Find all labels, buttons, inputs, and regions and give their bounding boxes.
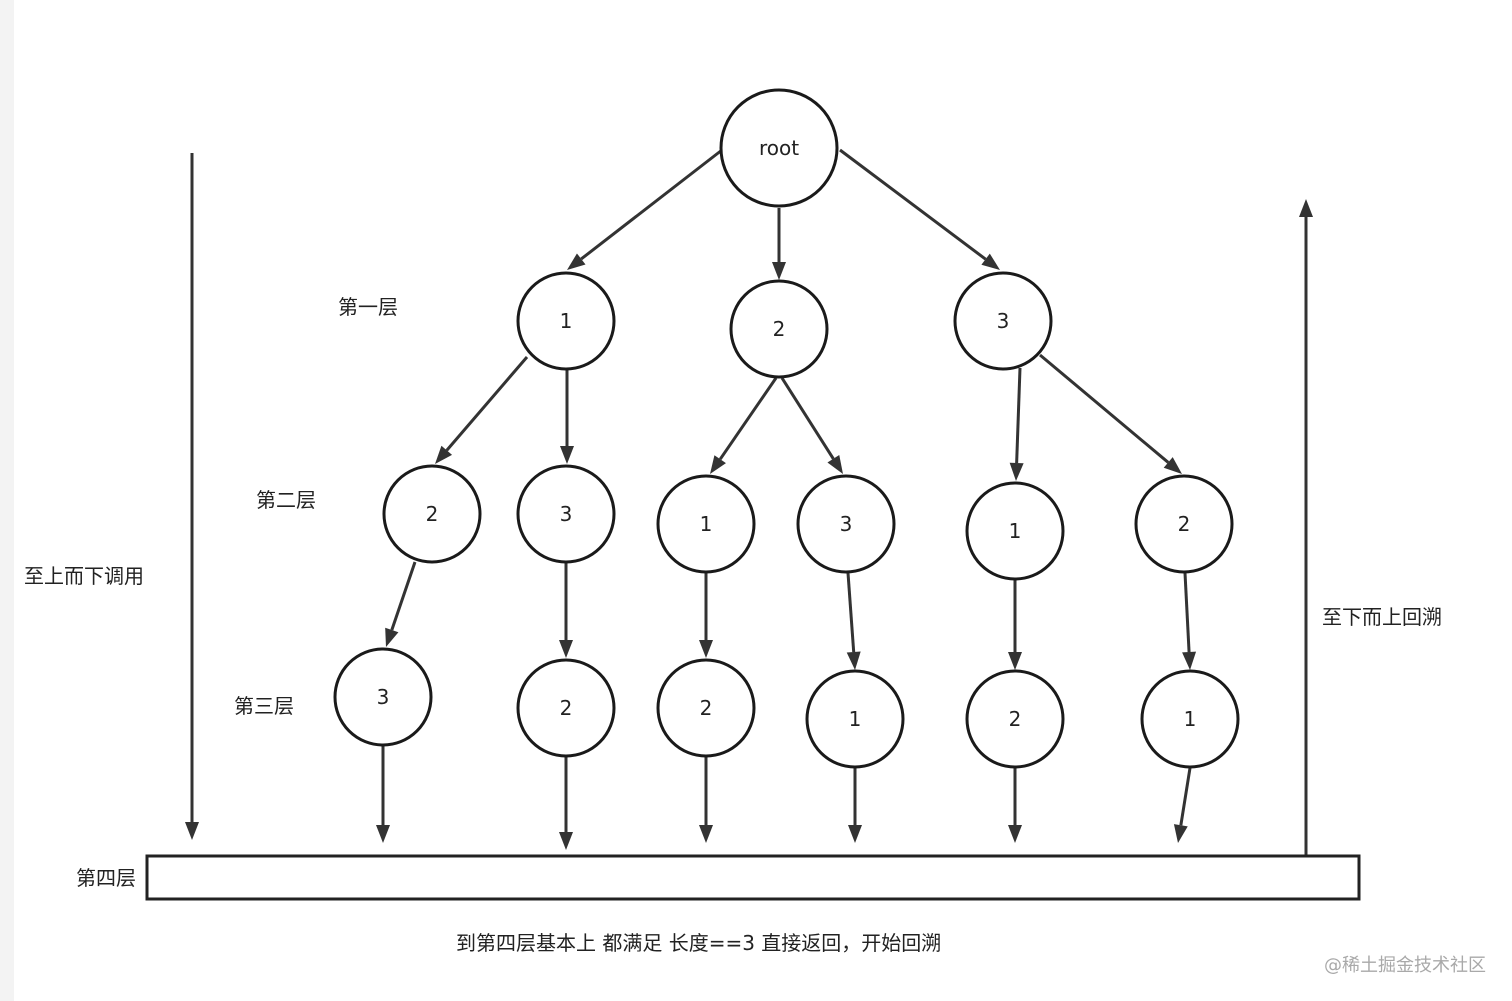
- node-l3-0-label: 3: [377, 685, 390, 709]
- node-root-label: root: [759, 136, 799, 160]
- node-l2-3: 3: [796, 474, 896, 574]
- level4-bar: [145, 854, 1361, 901]
- edge-2-3b: [780, 377, 843, 474]
- node-l3-4: 2: [965, 669, 1065, 769]
- node-root: root: [719, 88, 839, 208]
- bottom-up-label: 至下而上回溯: [1322, 605, 1442, 629]
- node-l1-1-label: 2: [773, 317, 786, 341]
- edge-l2-2: [699, 573, 713, 658]
- node-l3-3: 1: [805, 669, 905, 769]
- level2-label: 第二层: [256, 488, 316, 512]
- edge-l2-5: [1182, 572, 1197, 670]
- node-l2-2-label: 1: [700, 512, 713, 536]
- node-l3-0: 3: [333, 647, 433, 747]
- node-l2-0: 2: [382, 464, 482, 564]
- edge-l3-1: [559, 756, 573, 850]
- edge-3-1c: [1009, 367, 1024, 481]
- edge-l2-4: [1008, 580, 1022, 670]
- node-l1-2-label: 3: [997, 309, 1010, 333]
- node-l1-0-label: 1: [560, 309, 573, 333]
- edge-1-2a: [435, 356, 529, 464]
- node-l3-3-label: 1: [849, 707, 862, 731]
- node-l2-5-label: 2: [1178, 512, 1191, 536]
- level4-label: 第四层: [76, 866, 136, 890]
- caption: 到第四层基本上 都满足 长度==3 直接返回，开始回溯: [456, 931, 941, 955]
- edge-l3-5: [1173, 767, 1192, 843]
- edge-root-3: [839, 148, 1000, 270]
- node-l2-4: 1: [965, 481, 1065, 581]
- page-left-strip: [0, 0, 14, 1001]
- node-l3-1-label: 2: [560, 696, 573, 720]
- edge-l2-0: [385, 561, 417, 647]
- tree-nodes: root 1 2 3 2 3 1 3 1 2 3 2 2 1 2 1: [333, 88, 1240, 769]
- node-l1-0: 1: [516, 271, 616, 371]
- edge-l3-3: [848, 768, 862, 843]
- node-l2-4-label: 1: [1009, 519, 1022, 543]
- edge-l2-1: [559, 563, 573, 658]
- level3-label: 第三层: [234, 694, 294, 718]
- top-down-arrow: [185, 153, 199, 840]
- node-l2-3-label: 3: [840, 512, 853, 536]
- node-l2-1: 3: [516, 464, 616, 564]
- edge-l3-0: [376, 746, 390, 843]
- watermark: @稀土掘金技术社区: [1324, 955, 1486, 976]
- node-l1-1: 2: [729, 279, 829, 379]
- edge-1-3a: [560, 370, 574, 464]
- edge-root-2: [772, 208, 786, 280]
- node-l2-5: 2: [1134, 474, 1234, 574]
- edge-2-1b: [710, 377, 778, 474]
- node-l3-2: 2: [656, 658, 756, 758]
- top-down-label: 至上而下调用: [24, 564, 144, 588]
- edge-l2-3: [846, 572, 861, 670]
- node-l2-2: 1: [656, 474, 756, 574]
- bottom-up-arrow: [1299, 199, 1313, 856]
- edge-l3-4: [1008, 768, 1022, 843]
- node-l3-5-label: 1: [1184, 707, 1197, 731]
- edge-l3-2: [699, 756, 713, 843]
- level1-label: 第一层: [338, 295, 398, 319]
- node-l3-5: 1: [1140, 669, 1240, 769]
- node-l2-0-label: 2: [426, 502, 439, 526]
- edge-3-2c: [1039, 353, 1182, 474]
- node-l2-1-label: 3: [560, 502, 573, 526]
- node-l3-1: 2: [516, 658, 616, 758]
- edge-root-1: [567, 148, 723, 270]
- node-l3-2-label: 2: [700, 696, 713, 720]
- tree-edges: [185, 148, 1313, 856]
- node-l1-2: 3: [953, 271, 1053, 371]
- node-l3-4-label: 2: [1009, 707, 1022, 731]
